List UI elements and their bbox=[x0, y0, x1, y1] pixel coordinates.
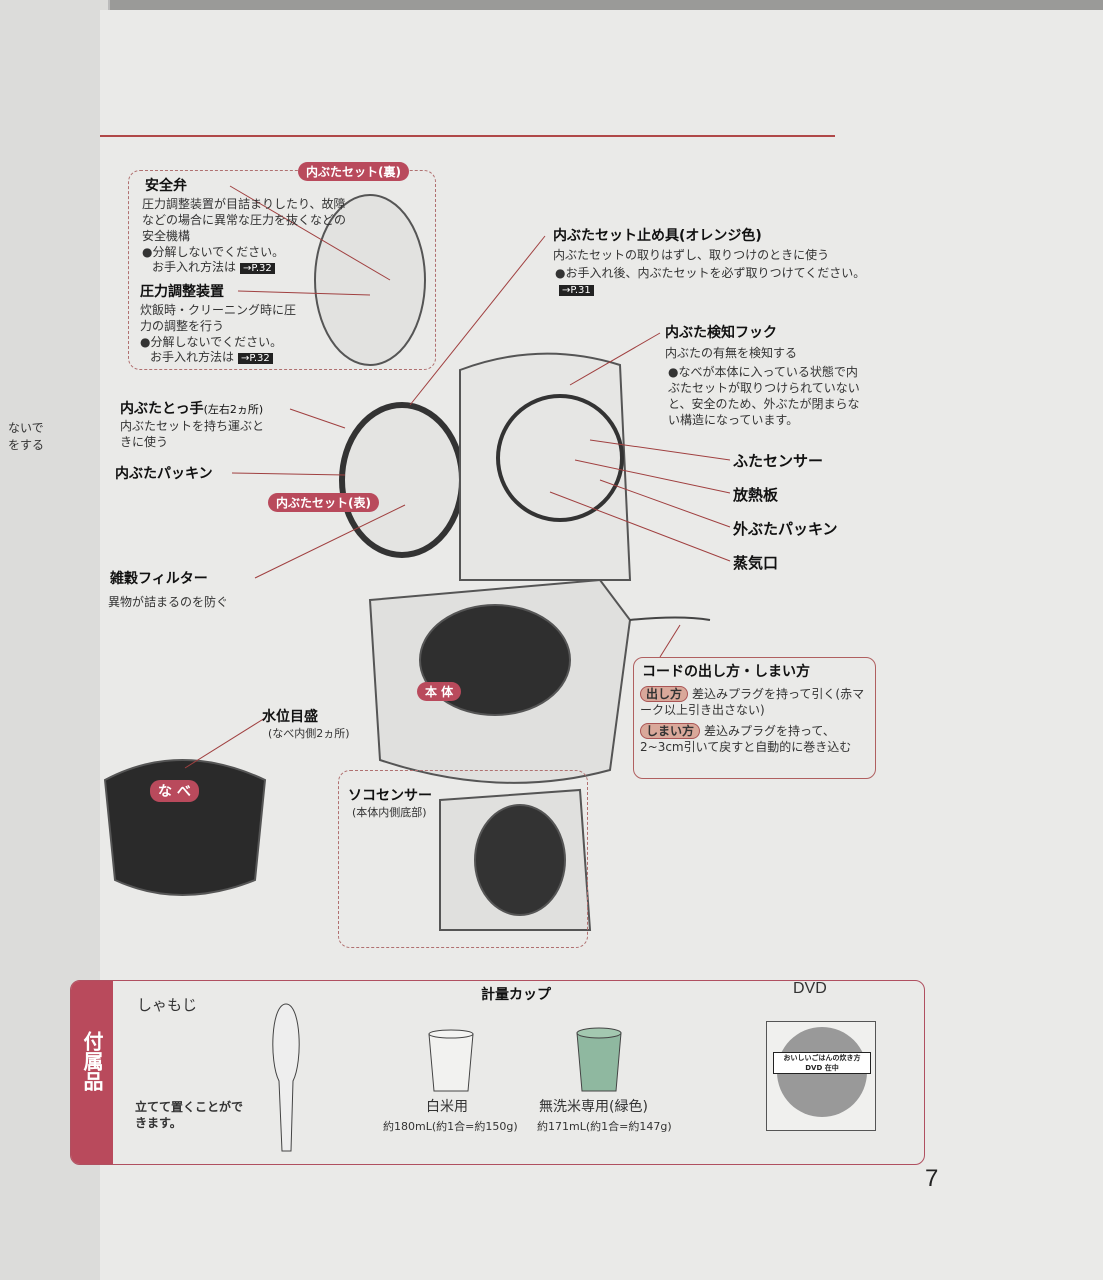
measuring-cup-title: 計量カップ bbox=[481, 987, 551, 1003]
lid-stopper-title: 内ぶたセット止め具(オレンジ色) bbox=[553, 228, 762, 244]
cord-title: コードの出し方・しまい方 bbox=[642, 664, 810, 680]
lid-back-callout bbox=[128, 170, 436, 370]
lid-handle-title: 内ぶたとっ手 bbox=[120, 401, 204, 417]
grain-filter-title: 雑穀フィルター bbox=[110, 571, 208, 587]
pressure-device-note2: お手入れ方法は bbox=[150, 350, 235, 364]
lid-handle-desc: 内ぶたセットを持ち運ぶときに使う bbox=[120, 419, 265, 449]
accessories-panel: 付属品 しゃもじ 立てて置くことができます。 計量カップ 白米用 約180mL(… bbox=[70, 980, 925, 1165]
header-rule bbox=[100, 135, 835, 137]
white-rice-cup-spec: 約180mL(約1合=約150g) bbox=[383, 1120, 518, 1133]
lid-stopper-note: ●お手入れ後、内ぶたセットを必ず取りつけてください。 bbox=[555, 266, 866, 280]
steam-vent-label: 蒸気口 bbox=[733, 554, 779, 572]
cord-instructions-box: コードの出し方・しまい方 出し方差込みプラグを持って引く(赤マーク以上引き出さな… bbox=[633, 657, 876, 779]
shamoji-desc: 立てて置くことができます。 bbox=[135, 1100, 244, 1130]
page-number: 7 bbox=[925, 1165, 939, 1192]
body-label: 本 体 bbox=[417, 682, 462, 701]
retract-tag: しまい方 bbox=[640, 723, 701, 739]
lid-handle-sub: (左右2ヵ所) bbox=[203, 403, 264, 416]
heat-plate-label: 放熱板 bbox=[733, 486, 779, 504]
lid-hook-desc: 内ぶたの有無を検知する bbox=[665, 346, 798, 360]
lid-hook-title: 内ぶた検知フック bbox=[665, 325, 777, 341]
lid-front-label: 内ぶたセット(表) bbox=[268, 493, 379, 512]
pot-label: な べ bbox=[150, 780, 199, 802]
left-page-text: ないで bbox=[8, 421, 44, 435]
lid-packing-title: 内ぶたパッキン bbox=[115, 466, 213, 482]
lid-sensor-label: ふたセンサー bbox=[733, 452, 824, 470]
safety-valve-desc: 圧力調整装置が目詰まりしたり、故障などの場合に異常な圧力を抜くなどの安全機構 bbox=[142, 197, 347, 243]
lid-stopper-desc: 内ぶたセットの取りはずし、取りつけのときに使う bbox=[553, 248, 830, 262]
dvd-label: おいしいごはんの炊き方 DVD 在中 bbox=[773, 1052, 871, 1074]
dvd-icon: おいしいごはんの炊き方 DVD 在中 bbox=[766, 1021, 876, 1131]
outer-lid-drawing bbox=[459, 352, 632, 581]
white-rice-cup-icon bbox=[428, 1029, 474, 1092]
pressure-device-title: 圧力調整装置 bbox=[140, 284, 224, 300]
shamoji-icon bbox=[272, 1003, 300, 1152]
page-ref-link[interactable]: →P.32 bbox=[240, 263, 275, 274]
dvd-title: DVD bbox=[793, 980, 827, 997]
pot-drawing bbox=[103, 759, 267, 896]
accessories-label-text: 付属品 bbox=[80, 1031, 104, 1091]
left-page-text: をする bbox=[8, 438, 45, 452]
water-level-title: 水位目盛 bbox=[262, 709, 318, 725]
lid-back-label: 内ぶたセット(裏) bbox=[298, 162, 409, 181]
safety-valve-note: ●分解しないでください。 bbox=[142, 245, 285, 259]
musenmai-cup-label: 無洗米専用(緑色) bbox=[539, 1099, 648, 1115]
lid-stopper-block: 内ぶたセット止め具(オレンジ色) 内ぶたセットの取りはずし、取りつけのときに使う… bbox=[553, 227, 888, 299]
shamoji-title: しゃもじ bbox=[137, 996, 198, 1014]
bottom-sensor-sub: (本体内側底部) bbox=[352, 806, 427, 819]
white-rice-cup-label: 白米用 bbox=[426, 1099, 468, 1115]
page-ref-link[interactable]: →P.31 bbox=[559, 285, 594, 296]
safety-valve-title: 安全弁 bbox=[145, 178, 187, 194]
outer-lid-packing-label: 外ぶたパッキン bbox=[733, 520, 838, 538]
accessories-label: 付属品 bbox=[71, 981, 113, 1164]
pressure-device-desc: 炊飯時・クリーニング時に圧力の調整を行う bbox=[140, 303, 297, 333]
grain-filter-desc: 異物が詰まるのを防ぐ bbox=[108, 595, 229, 609]
musenmai-cup-spec: 約171mL(約1合=約147g) bbox=[537, 1120, 672, 1133]
pull-out-tag: 出し方 bbox=[640, 686, 689, 702]
lid-back-drawing bbox=[314, 194, 426, 366]
musenmai-cup-icon bbox=[576, 1027, 622, 1092]
lid-front-drawing bbox=[339, 402, 465, 558]
safety-valve-note2: お手入れ方法は bbox=[152, 260, 237, 274]
water-level-sub: (なべ内側2ヵ所) bbox=[268, 727, 350, 740]
bottom-sensor-title: ソコセンサー bbox=[348, 788, 432, 804]
pressure-device-note: ●分解しないでください。 bbox=[140, 335, 283, 349]
retract-desc: 差込みプラグを持って、2~3cm引いて戻すと自動的に巻き込む bbox=[640, 724, 852, 754]
pull-out-desc: 差込みプラグを持って引く(赤マーク以上引き出さない) bbox=[640, 687, 865, 717]
bottom-sensor-callout bbox=[338, 770, 588, 948]
page-ref-link[interactable]: →P.32 bbox=[238, 353, 273, 364]
lid-hook-note: ●なべが本体に入っている状態で内ぶたセットが取りつけられていないと、安全のため、… bbox=[668, 365, 860, 427]
